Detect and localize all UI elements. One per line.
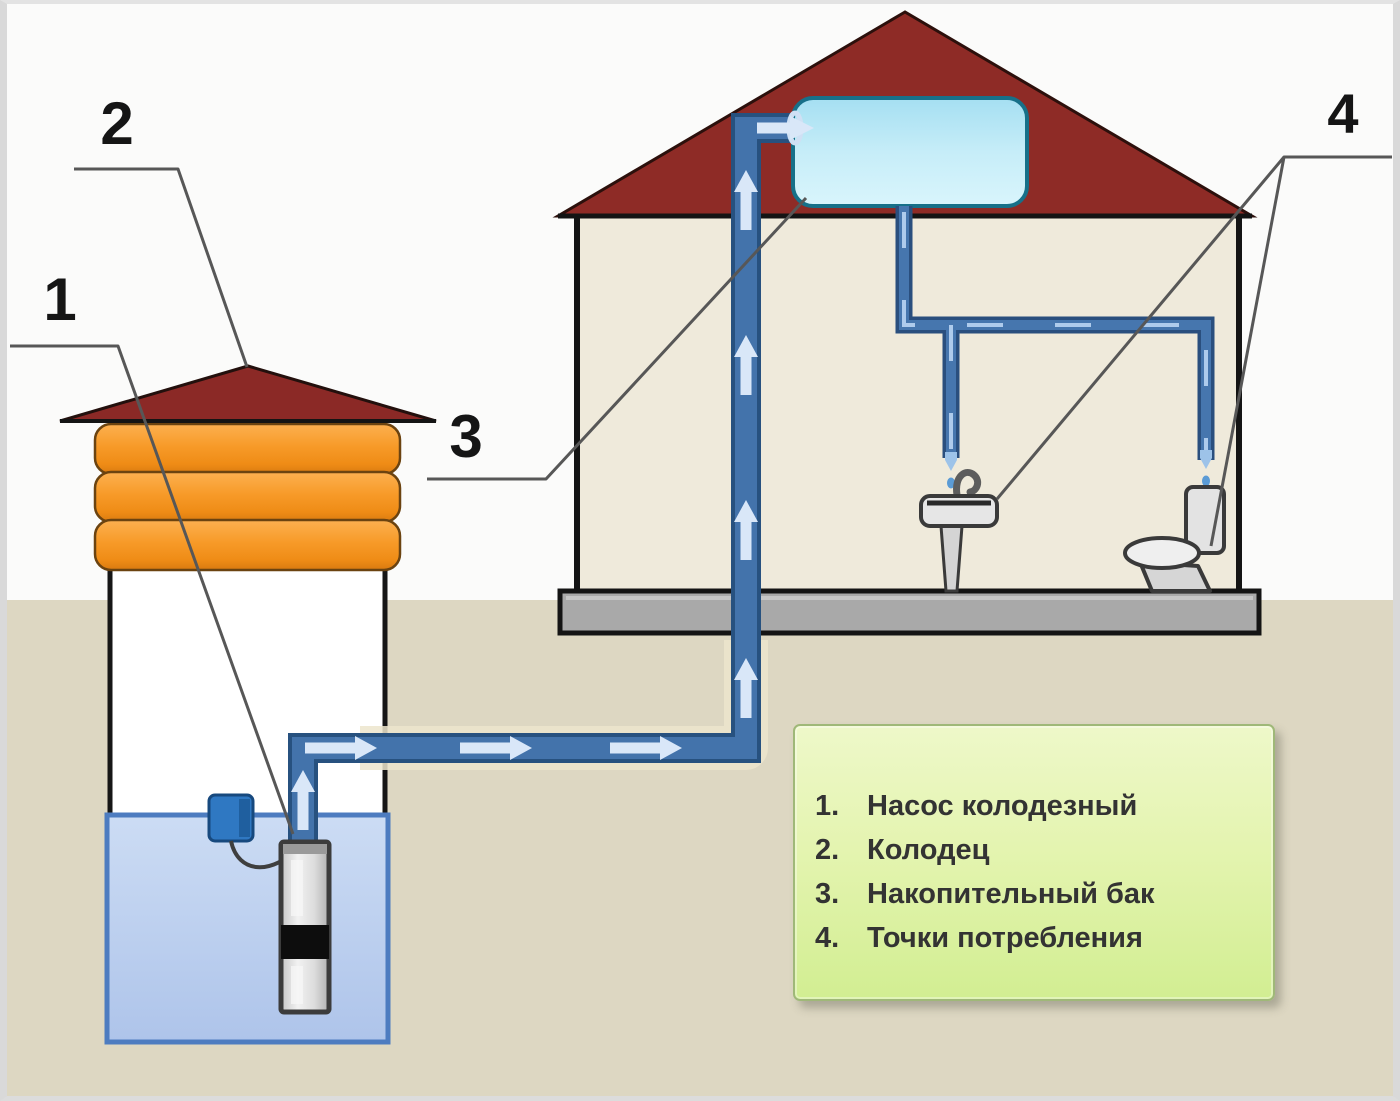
flow-arrow-up-icon bbox=[734, 658, 758, 718]
pump-highlight bbox=[291, 860, 303, 916]
distribution-pipes bbox=[895, 206, 1215, 489]
toilet-outlet-tip bbox=[1200, 450, 1212, 469]
storage-tank bbox=[757, 96, 1029, 208]
toilet-seat bbox=[1123, 536, 1201, 570]
well-pump-assembly bbox=[207, 793, 332, 1015]
legend-item-label: Колодец bbox=[867, 834, 990, 866]
callout-number-4: 4 bbox=[1327, 82, 1358, 145]
leader-line-4b bbox=[1209, 156, 1286, 547]
flow-arrow-up-icon bbox=[291, 770, 315, 830]
flow-arrow-right-icon bbox=[305, 736, 377, 760]
legend-item: 4. Точки потребления bbox=[815, 922, 1253, 966]
pump-top-cap bbox=[283, 844, 327, 854]
legend-item-number: 4. bbox=[815, 922, 840, 954]
legend-item-number: 2. bbox=[815, 834, 840, 866]
leader-line-3 bbox=[427, 196, 808, 481]
sink-faucet bbox=[953, 469, 982, 499]
well-water bbox=[104, 812, 391, 1045]
callout-number-3: 3 bbox=[449, 403, 482, 470]
flow-arrow-up-icon bbox=[734, 170, 758, 230]
flow-arrows bbox=[291, 170, 758, 830]
float-switch-shade bbox=[239, 799, 250, 837]
callout-number-1: 1 bbox=[43, 266, 76, 333]
legend-item-label: Точки потребления bbox=[867, 922, 1143, 954]
tank-body bbox=[791, 96, 1029, 208]
flow-arrow-right-icon bbox=[460, 736, 532, 760]
toilet-tank bbox=[1184, 485, 1226, 555]
pump-highlight bbox=[291, 966, 303, 1004]
legend-item-label: Насос колодезный bbox=[867, 790, 1138, 822]
legend-box: 1. Насос колодезный 2. Колодец 3. Накопи… bbox=[793, 724, 1275, 1001]
well-ring-1 bbox=[93, 422, 402, 476]
legend-item: 3. Накопительный бак bbox=[815, 878, 1253, 922]
sink-pedestal bbox=[939, 524, 964, 593]
sink-outlet-tip bbox=[945, 452, 957, 471]
callout-leaders bbox=[10, 155, 1392, 835]
well-ring-3 bbox=[93, 518, 402, 572]
callout-numbers: 1 2 3 4 bbox=[43, 82, 1358, 470]
well bbox=[104, 560, 391, 1045]
legend-item-number: 1. bbox=[815, 790, 840, 822]
leader-line-2 bbox=[74, 167, 249, 368]
legend-item: 1. Насос колодезный bbox=[815, 790, 1253, 834]
pump-black-band bbox=[281, 925, 329, 959]
leader-line-1 bbox=[10, 344, 295, 835]
flow-arrow-up-icon bbox=[734, 335, 758, 395]
well-ring-2 bbox=[93, 470, 402, 524]
toilet bbox=[1123, 485, 1226, 593]
sink bbox=[919, 469, 999, 593]
water-drop-icon bbox=[1202, 475, 1210, 487]
well-top bbox=[59, 364, 437, 572]
flow-arrow-right-icon bbox=[610, 736, 682, 760]
pipe-highlights bbox=[902, 212, 1208, 455]
water-drop-icon bbox=[947, 477, 955, 489]
callout-number-2: 2 bbox=[100, 90, 133, 157]
legend-item: 2. Колодец bbox=[815, 834, 1253, 878]
flow-arrow-right-icon bbox=[757, 116, 814, 140]
flow-arrow-up-icon bbox=[734, 500, 758, 560]
legend-item-label: Накопительный бак bbox=[867, 878, 1155, 910]
legend-item-number: 3. bbox=[815, 878, 840, 910]
